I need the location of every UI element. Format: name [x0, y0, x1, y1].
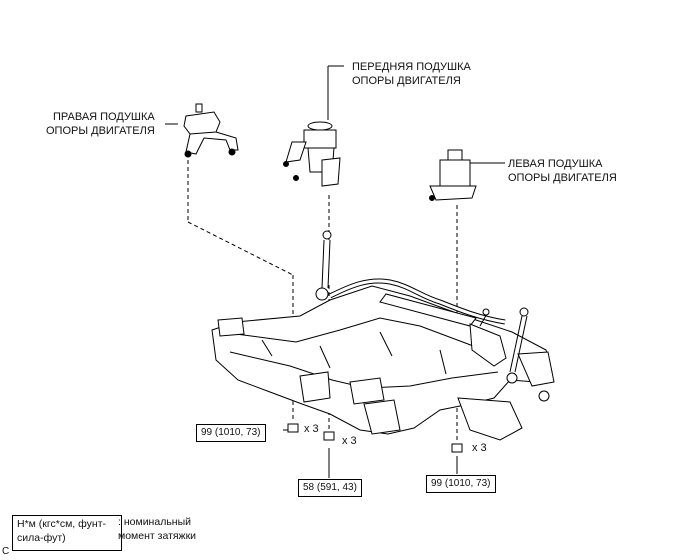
torque-spec-center: 58 (591, 43): [298, 479, 362, 497]
left-engine-mount: [429, 149, 477, 201]
stabilizer-link-right: [506, 307, 529, 384]
torque-legend-description: : номинальный момент затяжки: [118, 515, 196, 543]
legend-box-line1: Н*м (кгс*см, фунт-: [17, 518, 107, 530]
corner-mark: C: [2, 546, 10, 557]
torque-spec-right: 99 (1010, 73): [196, 424, 266, 442]
mount-nuts: [287, 423, 463, 453]
legend-box-line2: сила-фут): [17, 532, 66, 544]
stabilizer-link: [315, 230, 332, 301]
torque-unit-legend-box: Н*м (кгс*см, фунт- сила-фут): [12, 515, 122, 551]
right-mount-label: ПРАВАЯ ПОДУШКА ОПОРЫ ДВИГАТЕЛЯ: [46, 111, 155, 137]
right-engine-mount: [183, 103, 239, 158]
front-suspension-subframe: [211, 285, 555, 441]
left-mount-label: ЛЕВАЯ ПОДУШКА ОПОРЫ ДВИГАТЕЛЯ: [508, 158, 617, 184]
front-mount-label: ПЕРЕДНЯЯ ПОДУШКА ОПОРЫ ДВИГАТЕЛЯ: [352, 61, 471, 87]
torque-spec-left: 99 (1010, 73): [426, 475, 496, 493]
legend-text-line2: момент затяжки: [118, 530, 197, 542]
quantity-center: x 3: [342, 435, 357, 447]
front-engine-mount: [283, 121, 341, 187]
legend-text-line1: : номинальный: [118, 516, 192, 528]
stabilizer-bar: [328, 278, 506, 325]
quantity-left: x 3: [472, 442, 487, 454]
quantity-right: x 3: [304, 423, 319, 435]
steering-gear: [379, 293, 507, 367]
